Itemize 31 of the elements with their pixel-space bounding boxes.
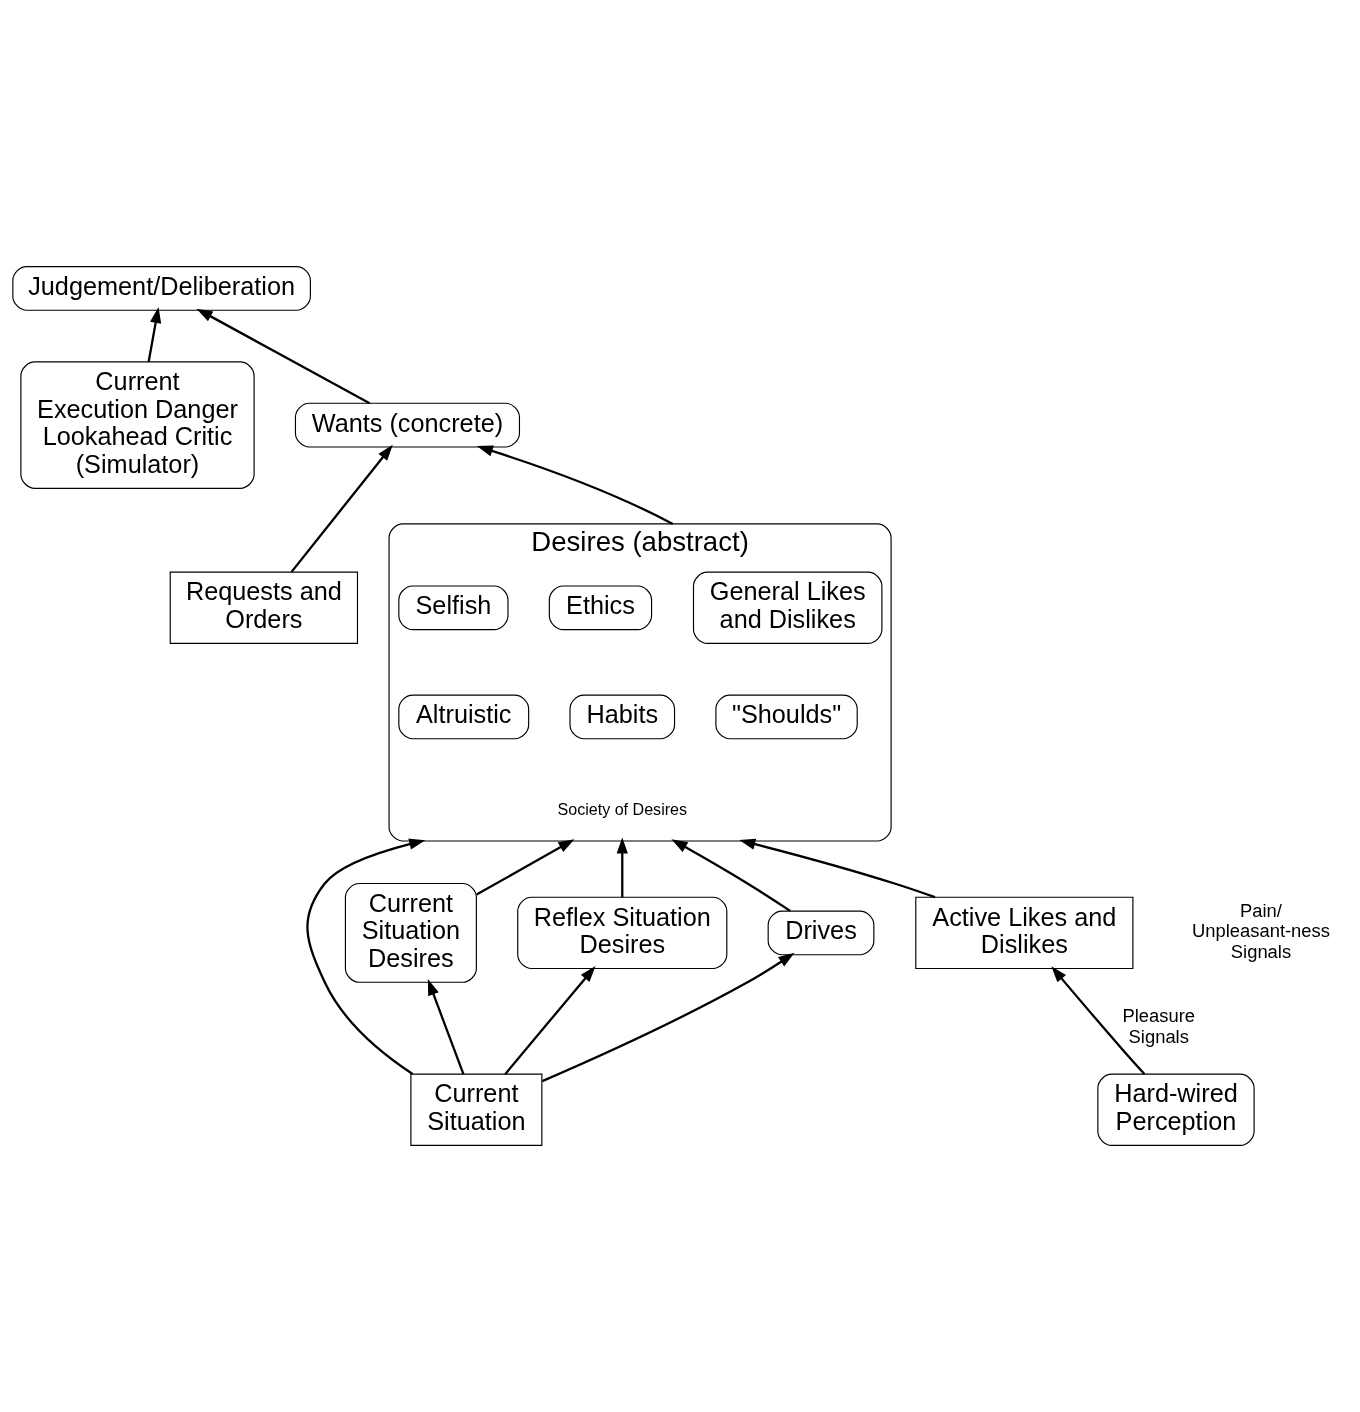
node-box: Current Situation xyxy=(410,1073,543,1146)
node-box: General Likes and Dislikes xyxy=(692,571,883,644)
node-box: Ethics xyxy=(548,585,653,631)
arrow xyxy=(196,308,371,405)
node-box: Reflex Situation Desires xyxy=(517,896,728,970)
node-box: Hard-wired Perception xyxy=(1097,1073,1255,1146)
label: Pain/ Unpleasant-ness Signals xyxy=(1192,899,1330,962)
arrow xyxy=(306,838,426,1075)
node-box: Current Execution Danger Lookahead Critic (Simulator) xyxy=(20,361,255,489)
arrow xyxy=(671,839,791,912)
node-box: Habits xyxy=(569,694,676,740)
arrow xyxy=(147,306,162,363)
node-box: Altruistic xyxy=(398,694,530,740)
arrow xyxy=(476,839,575,896)
node-box: Selfish xyxy=(398,585,509,631)
node-box: Current Situation Desires xyxy=(344,882,477,983)
node-box: Wants (concrete) xyxy=(294,402,521,448)
node-box: Active Likes and Dislikes xyxy=(915,896,1134,970)
node-box: Drives xyxy=(767,910,875,956)
arrow xyxy=(290,444,393,573)
arrow xyxy=(616,837,628,898)
arrow xyxy=(739,838,936,899)
arrow xyxy=(504,966,596,1075)
edge-label: Pleasure Signals xyxy=(1122,1005,1196,1047)
node-box: "Shoulds" xyxy=(715,694,858,740)
node-box: Requests and Orders xyxy=(169,571,359,644)
arrow xyxy=(1051,966,1146,1075)
node-box: Judgement/Deliberation xyxy=(12,266,311,311)
arrow xyxy=(427,979,465,1075)
arrow xyxy=(541,952,795,1083)
arrow xyxy=(476,445,674,525)
